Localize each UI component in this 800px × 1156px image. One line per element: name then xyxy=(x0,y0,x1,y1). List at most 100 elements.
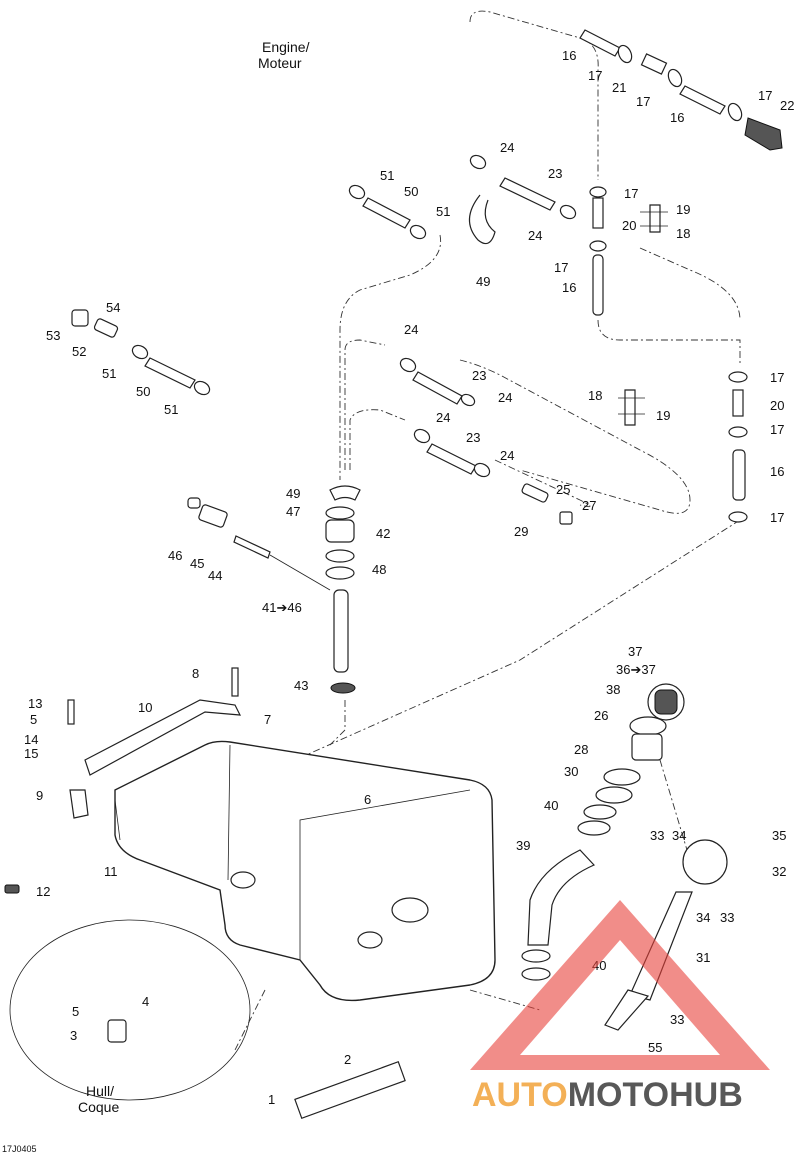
callout: 12 xyxy=(36,884,50,899)
callout: 5 xyxy=(72,1004,79,1019)
callout: 16 xyxy=(770,464,784,479)
callout: 39 xyxy=(516,838,530,853)
callout: 32 xyxy=(772,864,786,879)
callout: 17 xyxy=(770,510,784,525)
callout: 40 xyxy=(544,798,558,813)
right-hose-assembly xyxy=(618,371,748,523)
callout: 33 xyxy=(650,828,664,843)
watermark: AUTOMOTOHUB xyxy=(470,900,770,1114)
callout: 5 xyxy=(30,712,37,727)
callout: 52 xyxy=(72,344,86,359)
callout: 51 xyxy=(436,204,450,219)
callout: 47 xyxy=(286,504,300,519)
callout: 17 xyxy=(770,370,784,385)
callout: 50 xyxy=(404,184,418,199)
callout: 28 xyxy=(574,742,588,757)
callout: 24 xyxy=(500,140,514,155)
callout: 17 xyxy=(554,260,568,275)
callout: 4 xyxy=(142,994,149,1009)
callout: 26 xyxy=(594,708,608,723)
callout: 37 xyxy=(628,644,642,659)
callout: 31 xyxy=(696,950,710,965)
hull-detail xyxy=(4,884,406,1119)
callout: 51 xyxy=(164,402,178,417)
watermark-triangle-icon xyxy=(470,900,770,1070)
callout: 21 xyxy=(612,80,626,95)
reference-code: 17J0405 xyxy=(2,1144,37,1154)
hull-label-line2: Coque xyxy=(78,1099,119,1115)
fuel-tank xyxy=(114,740,496,1002)
fuel-pickup-stack xyxy=(187,485,361,694)
callout: 36➔37 xyxy=(616,662,656,677)
callout: 50 xyxy=(136,384,150,399)
hull-label-line1: Hull/ xyxy=(86,1083,114,1099)
callout: 17 xyxy=(758,88,772,103)
callout: 44 xyxy=(208,568,222,583)
callout: 19 xyxy=(676,202,690,217)
callout: 23 xyxy=(472,368,486,383)
callout: 17 xyxy=(770,422,784,437)
callout: 17 xyxy=(588,68,602,83)
callout: 55 xyxy=(648,1040,662,1055)
callout: 10 xyxy=(138,700,152,715)
callout: 20 xyxy=(770,398,784,413)
top-hose-assembly xyxy=(579,29,783,151)
callout: 9 xyxy=(36,788,43,803)
callout: 8 xyxy=(192,666,199,681)
callout: 24 xyxy=(498,390,512,405)
callout: 24 xyxy=(404,322,418,337)
callout: 13 xyxy=(28,696,42,711)
callout: 33 xyxy=(720,910,734,925)
callout: 18 xyxy=(588,388,602,403)
callout: 22 xyxy=(780,98,794,113)
upper-fitting-cluster xyxy=(468,154,668,316)
callout: 34 xyxy=(696,910,710,925)
callout: 11 xyxy=(104,864,118,879)
callout: 25 xyxy=(556,482,570,497)
engine-label-line1: Engine/ xyxy=(262,39,310,55)
callout: 29 xyxy=(514,524,528,539)
callout: 23 xyxy=(466,430,480,445)
callout: 49 xyxy=(476,274,490,289)
middle-hoses xyxy=(399,357,573,525)
callout: 15 xyxy=(24,746,38,761)
callout: 38 xyxy=(606,682,620,697)
callout: 3 xyxy=(70,1028,77,1043)
watermark-text: AUTOMOTOHUB xyxy=(472,1076,743,1114)
callout: 45 xyxy=(190,556,204,571)
callout: 46 xyxy=(168,548,182,563)
callout: 16 xyxy=(562,48,576,63)
callout: 51 xyxy=(102,366,116,381)
engine-label-line2: Moteur xyxy=(258,55,302,71)
callout: 20 xyxy=(622,218,636,233)
callout: 41➔46 xyxy=(262,600,302,615)
callout: 54 xyxy=(106,300,120,315)
callout: 18 xyxy=(676,226,690,241)
callout: 17 xyxy=(624,186,638,201)
callout: 42 xyxy=(376,526,390,541)
callout: 24 xyxy=(528,228,542,243)
callout: 27 xyxy=(582,498,596,513)
callout-labels: Engine/ Moteur 16 17 21 17 16 17 22 24 2… xyxy=(2,39,794,1154)
left-valve-cluster xyxy=(71,309,211,396)
callout: 19 xyxy=(656,408,670,423)
filler-neck-assembly xyxy=(521,683,728,1031)
callout: 2 xyxy=(344,1052,351,1067)
callout: 14 xyxy=(24,732,38,747)
callout: 43 xyxy=(294,678,308,693)
callout: 34 xyxy=(672,828,686,843)
callout: 24 xyxy=(500,448,514,463)
callout: 33 xyxy=(670,1012,684,1027)
callout: 51 xyxy=(380,168,394,183)
hose-50-upper xyxy=(348,184,427,240)
callout: 6 xyxy=(364,792,371,807)
callout: 1 xyxy=(268,1092,275,1107)
callout: 35 xyxy=(772,828,786,843)
callout: 17 xyxy=(636,94,650,109)
callout: 30 xyxy=(564,764,578,779)
callout: 16 xyxy=(562,280,576,295)
callout: 23 xyxy=(548,166,562,181)
callout: 24 xyxy=(436,410,450,425)
callout: 49 xyxy=(286,486,300,501)
